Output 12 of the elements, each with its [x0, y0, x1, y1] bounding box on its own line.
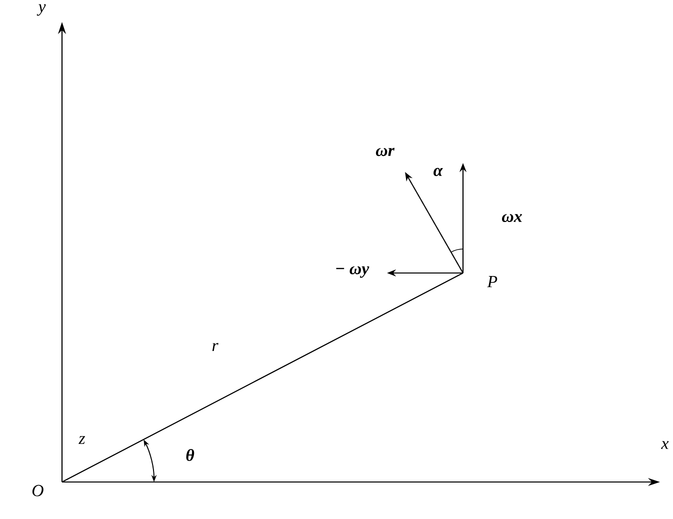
- vector-label: ωr: [376, 148, 395, 156]
- symbol-label: θ: [186, 448, 194, 461]
- symbol-label: z: [78, 436, 86, 444]
- vector-label: r: [212, 343, 218, 351]
- symbol-label: y: [36, 4, 46, 16]
- point-label: P: [487, 276, 498, 288]
- vector-label: − ωy: [336, 266, 370, 278]
- vector-label: ωx: [502, 214, 522, 222]
- point-label: O: [32, 484, 44, 496]
- symbol-label: α: [434, 168, 443, 176]
- line: [62, 272, 464, 482]
- symbol-label: x: [661, 441, 669, 449]
